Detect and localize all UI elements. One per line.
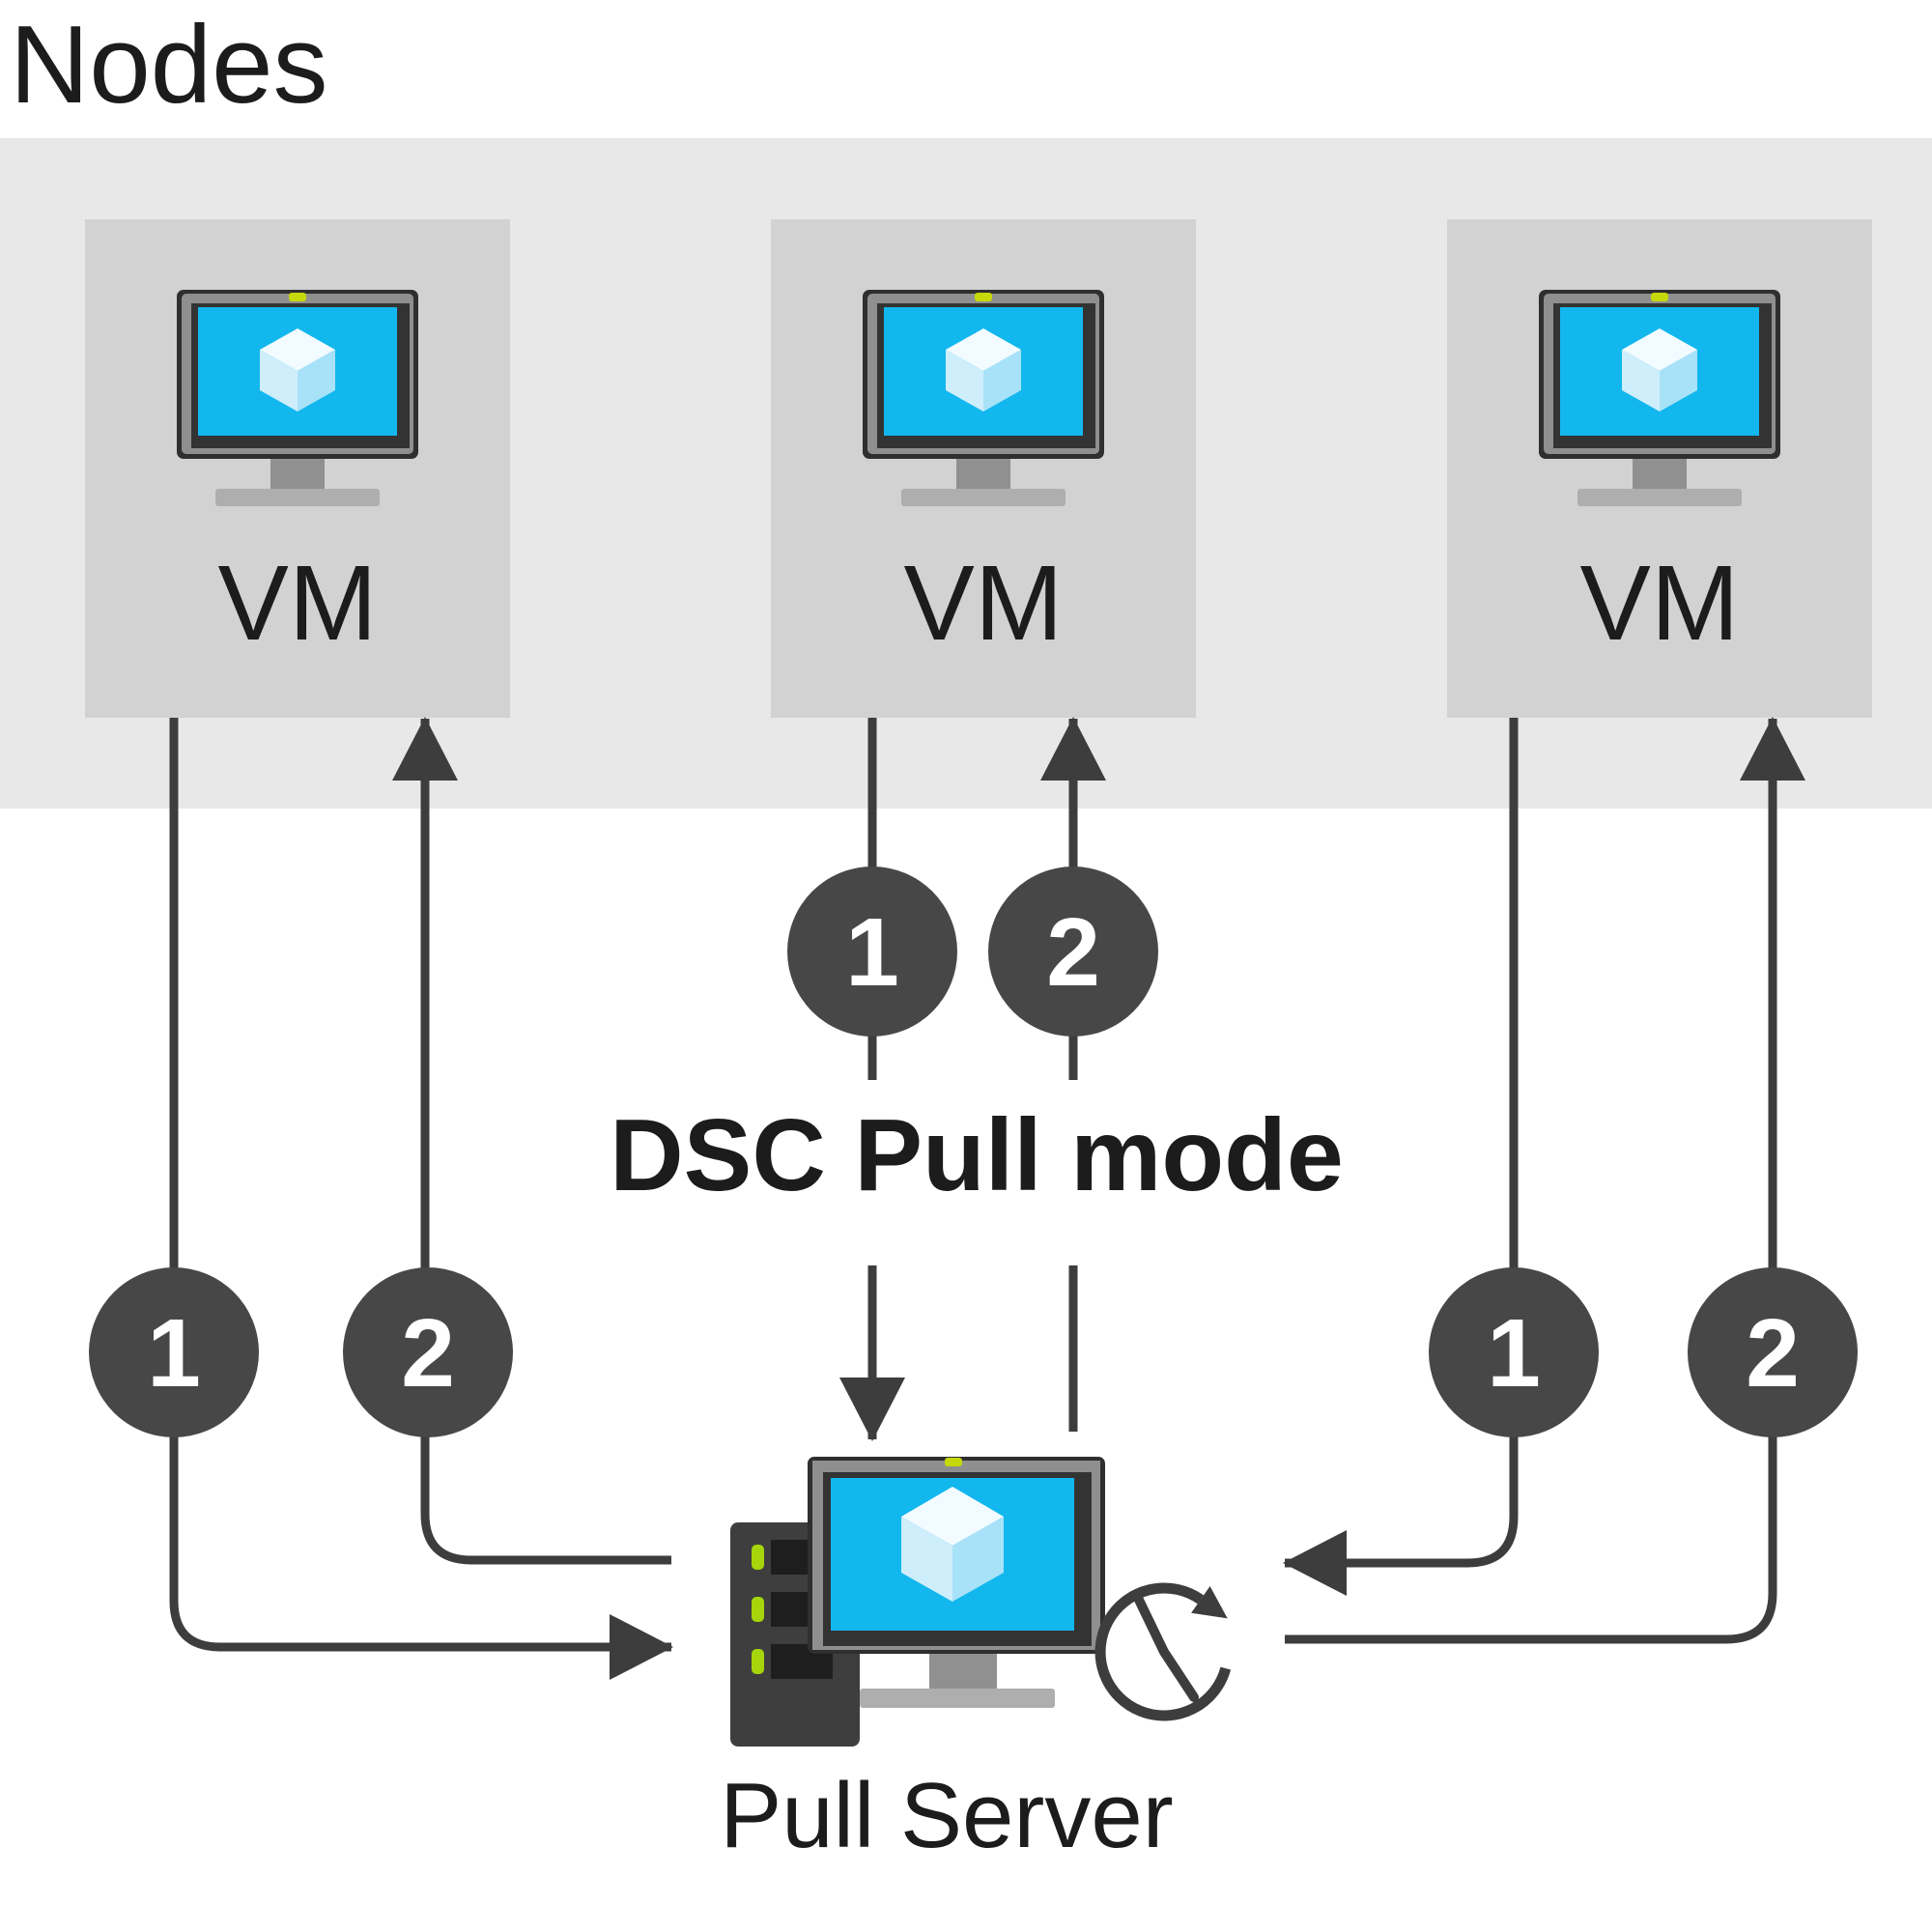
step-circles: 1 2 1 2 1 2 xyxy=(89,867,1858,1437)
dsc-pull-mode-label: DSC Pull mode xyxy=(610,1098,1344,1212)
server-monitor-icon xyxy=(808,1457,1105,1708)
vm-label: VM xyxy=(1580,544,1740,663)
schedule-clock-icon xyxy=(1094,1582,1232,1721)
step-number: 2 xyxy=(1046,898,1100,1007)
step-number: 1 xyxy=(845,898,899,1007)
step-circle-left-2: 2 xyxy=(343,1267,513,1437)
pull-server-label: Pull Server xyxy=(720,1764,1174,1867)
pull-server: Pull Server xyxy=(720,1457,1232,1867)
step-circle-left-1: 1 xyxy=(89,1267,259,1437)
step-circle-right-1: 1 xyxy=(1429,1267,1599,1437)
arrow-server-to-left-vm xyxy=(392,717,671,1565)
server-led xyxy=(752,1597,764,1622)
server-led xyxy=(752,1545,764,1570)
step-circle-middle-2: 2 xyxy=(988,867,1158,1037)
vm-node-3: VM xyxy=(1447,219,1872,718)
step-number: 2 xyxy=(401,1299,455,1407)
step-circle-middle-1: 1 xyxy=(787,867,957,1037)
vm-node-2: VM xyxy=(771,219,1196,718)
nodes-group-label: Nodes xyxy=(10,4,328,127)
vm-node-1: VM xyxy=(85,219,510,718)
step-number: 1 xyxy=(1487,1299,1541,1407)
arrow-left-vm-to-server xyxy=(169,718,673,1680)
arrow-right-vm-to-server xyxy=(1283,718,1519,1596)
vm-label: VM xyxy=(904,544,1064,663)
step-circle-right-2: 2 xyxy=(1688,1267,1858,1437)
step-number: 1 xyxy=(147,1299,201,1407)
step-number: 2 xyxy=(1746,1299,1800,1407)
arrow-server-to-right-vm xyxy=(1285,717,1805,1644)
vm-label: VM xyxy=(218,544,378,663)
server-led xyxy=(752,1649,764,1674)
